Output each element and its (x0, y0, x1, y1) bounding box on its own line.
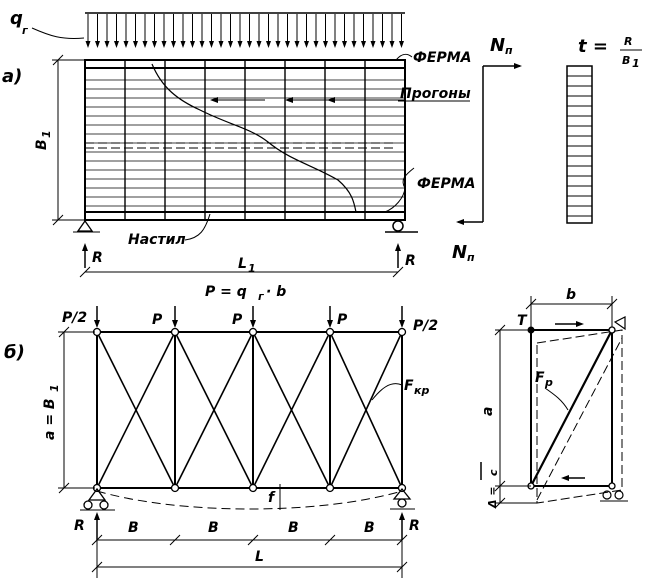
truss-top-label: ФЕРМА (413, 50, 471, 66)
load-mid-3: P (337, 312, 348, 328)
force-top-sub: п (505, 44, 513, 57)
roof-plan: Прогоны ФЕРМА ФЕРМА Настил (84, 50, 475, 248)
load-label: q (10, 8, 23, 29)
brace-label-b: F (404, 378, 414, 394)
bay-label-2: B (208, 520, 219, 536)
reaction-right-a: R (405, 253, 416, 269)
deflection-curve (96, 490, 403, 510)
force-T-label: T (517, 313, 528, 329)
shear-flow-diagram: t = R B 1 (566, 35, 642, 224)
deck-cutoff-line (151, 63, 357, 213)
reaction-right-b: R (409, 518, 420, 534)
height-label-a: B (34, 139, 50, 150)
brace-label-c: F (535, 370, 545, 386)
top-formula-tail: · b (266, 284, 286, 300)
bay-label-c: b (566, 287, 576, 303)
support-c (600, 316, 628, 502)
deck-label: Настил (128, 232, 186, 248)
span-label-a: L (238, 256, 247, 272)
figure-a: а) q г Прогоны ФЕРМА (2, 8, 642, 278)
brace-label-b-sub: кр (414, 384, 429, 397)
bracing-truss (92, 327, 407, 493)
distributed-load: q г (10, 8, 405, 48)
force-bottom-label: N (452, 242, 467, 263)
shear-denominator: B (622, 54, 630, 67)
height-label-c: a (480, 407, 496, 416)
purlins-label: Прогоны (400, 86, 471, 102)
span-label-b: L (255, 549, 264, 565)
bay-label-4: B (364, 520, 375, 536)
deflection-label: f (268, 490, 276, 506)
panel-label-a: а) (2, 66, 22, 87)
figure-b: б) P = q г · b P/2 P/2 P P P f F кр a = … (4, 284, 438, 578)
shear-formula: t = (578, 36, 608, 57)
shear-numerator: R (624, 35, 632, 48)
height-label-a-sub: 1 (40, 130, 53, 138)
bay-label-3: B (288, 520, 299, 536)
delta-sub: с (487, 469, 500, 476)
support-left-b (80, 487, 115, 511)
span-label-a-sub: 1 (248, 262, 256, 275)
node-loads (94, 306, 405, 328)
top-formula: P = q (205, 284, 247, 300)
bay-label-1: B (128, 520, 139, 536)
load-half-right: P/2 (413, 318, 438, 334)
delta-label: Δ = (486, 486, 499, 509)
force-top-label: N (490, 35, 505, 56)
load-mid-1: P (152, 312, 163, 328)
support-right-a (385, 220, 418, 233)
load-mid-2: P (232, 312, 243, 328)
top-formula-sub: г (258, 290, 265, 303)
support-left-a (73, 219, 100, 233)
axial-force-diagram: N п N п (452, 35, 522, 264)
truss-right-label: ФЕРМА (417, 176, 475, 192)
height-label-b: a = B (42, 398, 58, 440)
reaction-left-b: R (74, 518, 85, 534)
load-label-sub: г (22, 24, 29, 37)
force-bottom-sub: п (467, 251, 475, 264)
height-label-b-sub: 1 (48, 384, 61, 392)
reaction-left-a: R (92, 250, 103, 266)
load-half-left: P/2 (62, 310, 87, 326)
shear-denominator-sub: 1 (632, 57, 640, 70)
brace-label-c-sub: р (544, 376, 553, 389)
support-right-b (390, 487, 415, 510)
figure-c: b T F р a Δ = с (480, 287, 628, 509)
panel-label-b: б) (4, 342, 25, 363)
